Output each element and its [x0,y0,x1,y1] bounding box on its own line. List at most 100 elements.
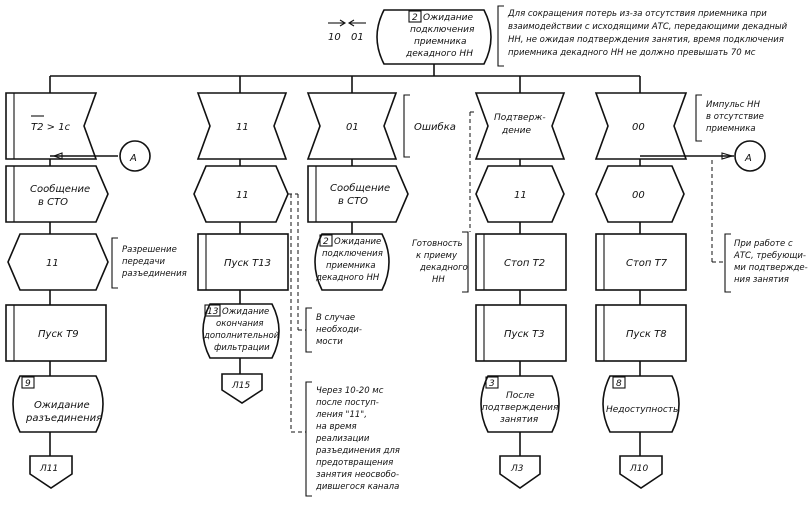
state-b2-line-1: Ожидание [222,307,269,317]
connector-a-b5 [734,140,766,172]
task-b3-line-1: Сообщение [330,182,390,194]
state-b4 [480,375,560,433]
state-b2-line-2: окончания [216,319,264,329]
state-b2-line-4: фильтрации [214,343,270,353]
output-comment-b1-2: передачи [122,257,166,267]
note-line-3: НН, не ожидая подтверждения занятия, вре… [508,35,784,45]
connector-a-b1-label: A [129,153,137,164]
offpage-b2-label: Л15 [231,381,250,391]
output-signal-b5 [595,165,685,223]
task-b1-line-1: Сообщение [30,183,90,195]
state-b1-line-1: Ожидание [34,400,90,411]
state-b3-line-4: декадного НН [315,273,380,283]
side-comment-b4-3: декадного [419,263,468,273]
state-b4-line-1: После [506,391,535,401]
offpage-b5-label: Л10 [629,464,648,474]
task1-b5-label: Стоп Т7 [626,258,668,269]
offpage-b4 [499,455,541,489]
side-comment-b5-2: АТС, требующи- [733,251,806,261]
task2-b4 [475,304,567,362]
output-signal-b2 [193,165,289,223]
state-b1 [12,375,104,433]
arrow-right-label: 01 [351,32,364,43]
output-signal-b5-label: 00 [632,190,645,201]
header-arrows: 10 01 [328,19,366,43]
side-comment-b5-4: ния занятия [734,275,789,285]
start-state-line-4: декадного НН [405,49,473,59]
task-b3-line-2: в СТО [338,196,368,207]
input-signal-b5 [594,92,688,160]
side-comment-b5-3: ми подтвержде- [734,263,808,273]
offpage-b1 [29,455,73,489]
start-state-line-1: Ожидание [423,13,474,23]
start-state: 2 Ожидание подключения приемника декадно… [376,9,492,65]
state-b3-line-3: приемника [326,261,376,271]
task2-b1 [5,304,107,362]
branch-1: T2 > 1c A Сообщение в СТО 11 Разрешение … [5,92,187,489]
input-signal-b2-label: 11 [236,122,249,133]
task2-b5 [595,304,687,362]
comment-time-4: на время [316,422,357,432]
start-state-line-2: подключения [410,25,475,35]
comment-need-3: мости [316,337,343,347]
output-signal-b1 [7,233,109,291]
input-signal-b4-line-2: дение [501,126,531,136]
input-signal-b1 [5,92,98,160]
offpage-b4-label: Л3 [510,464,524,474]
input-signal-b1-label: T2 > 1c [31,122,71,133]
output-comment-b1-3: разъединения [121,269,187,279]
comment-time-3: ления "11", [315,410,367,420]
input-signal-b5-label: 00 [632,122,645,133]
comment-need-1: В случае [316,313,355,323]
input-signal-b4-line-1: Подтверж- [494,113,546,123]
comment-time-7: предотвращения [316,458,393,468]
state-b4-num: 3 [489,379,495,389]
state-b4-line-2: подтверждения [482,403,559,413]
state-b3-line-2: подключения [322,249,383,259]
branch-5: 00 Импульс НН в отсутствие приемника A 0… [594,92,808,489]
task-b3 [307,165,409,223]
connector-a-b5-label: A [744,153,752,164]
task1-b4 [475,233,567,291]
input-comment-b5-1: Импульс НН [706,100,761,110]
task2-b4-label: Пуск Т3 [504,329,545,340]
task-b2 [197,233,289,291]
state-b3-line-1: Ожидание [334,237,381,247]
task1-b4-label: Стоп Т2 [504,258,545,269]
branch-2: 11 11 Пуск Т13 13 Ожидание окончания доп… [193,92,289,404]
arrow-left-label: 10 [328,32,341,43]
note-line-1: Для сокращения потерь из-за отсутствия п… [507,9,767,19]
connector-a-b1 [119,140,151,172]
comment-time-8: занятия неосвобо- [316,470,399,480]
comment-time-2: после поступ- [316,398,379,408]
task-b1 [5,165,109,223]
side-comment-b4-4: НН [432,275,445,285]
output-signal-b1-label: 11 [46,258,59,269]
output-signal-b4-label: 11 [514,190,527,201]
state-b3-num: 2 [323,237,329,247]
note-line-2: взаимодействии с исходящими АТС, передаю… [508,22,788,32]
task-b2-label: Пуск Т13 [224,258,271,269]
input-comment-b3: Ошибка [414,121,456,133]
output-signal-b2-label: 11 [236,190,249,201]
task2-b5-label: Пуск Т8 [626,329,667,340]
output-signal-b4 [475,165,565,223]
side-comment-b4-2: к приему [416,251,458,261]
state-b2-line-3: дополнительной [203,331,280,341]
note-line-4: приемника декадного НН не должно превыша… [508,48,756,58]
input-signal-b4 [474,92,566,160]
state-b3 [314,233,390,291]
input-signal-b3-label: 01 [346,122,359,133]
comment-time-1: Через 10-20 мс [316,386,384,396]
task-b1-line-2: в СТО [38,197,68,208]
start-state-line-3: приемника [414,37,466,47]
task1-b5 [595,233,687,291]
state-b1-num: 9 [25,379,31,389]
state-b5-num: 8 [616,379,622,389]
comment-time-5: реализации [315,434,370,444]
offpage-b1-label: Л11 [39,464,58,474]
comment-need-2: необходи- [316,325,362,335]
input-signal-b3 [306,92,398,160]
state-b5-line-1: Недоступность [606,405,678,415]
